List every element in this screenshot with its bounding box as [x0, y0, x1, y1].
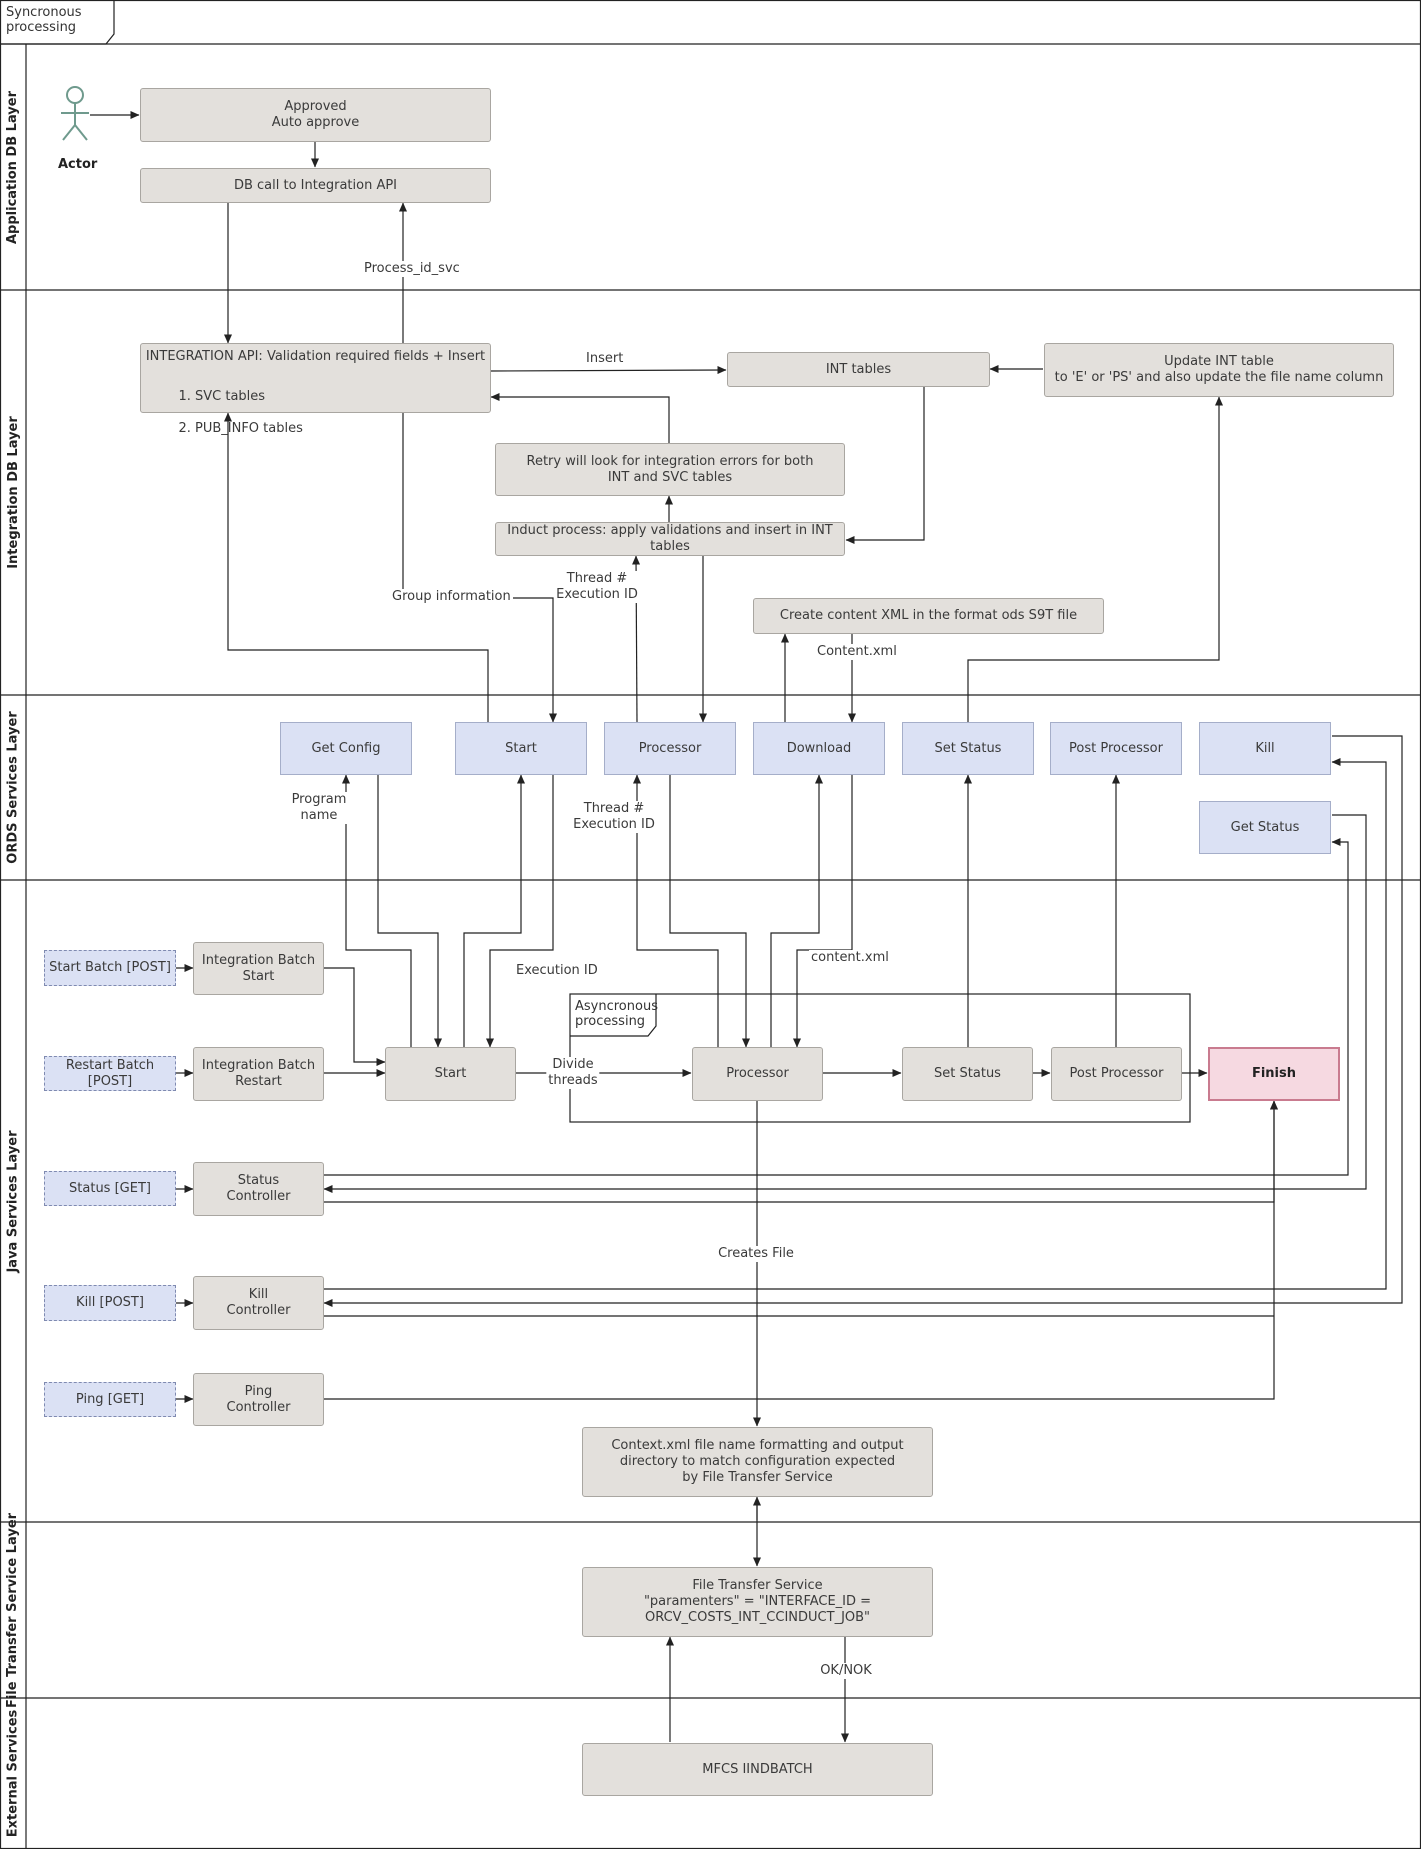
divide-threads-label: Divide threads: [546, 1057, 600, 1089]
ords-post-processor: Post Processor: [1050, 722, 1182, 775]
arrow-getstatus-statusctrl: [323, 814, 1367, 1193]
ping-controller-box: Ping Controller: [193, 1373, 324, 1426]
status-get-endpoint: Status [GET]: [44, 1171, 176, 1206]
integration-api-item: SVC tables: [195, 389, 303, 405]
title-tag: Syncronous processing: [6, 5, 82, 35]
connectors: [90, 111, 1403, 1743]
kill-post-endpoint: Kill [POST]: [44, 1285, 176, 1321]
ping-get-endpoint: Ping [GET]: [44, 1382, 176, 1417]
thread-execution-label: Thread # Execution ID: [554, 571, 640, 603]
arrow-processor-download: [770, 774, 823, 1047]
actor-icon: [61, 86, 89, 141]
arrow-ibstart-start: [324, 967, 386, 1066]
content-xml-lower-label: content.xml: [809, 950, 891, 966]
ords-download: Download: [753, 722, 885, 775]
arrow-insert: [490, 366, 727, 375]
java-post-processor-box: Post Processor: [1051, 1047, 1182, 1101]
lane-integration-db: Integration DB Layer: [0, 290, 26, 695]
arrow-statusctrl-getstatus: [324, 838, 1349, 1176]
arrow-ordsproc-processor: [669, 775, 750, 1048]
java-start-box: Start: [385, 1047, 516, 1101]
ords-thread-execution-label: Thread # Execution ID: [571, 801, 657, 833]
creates-file-label: Creates File: [716, 1246, 796, 1262]
retry-box: Retry will look for integration errors f…: [495, 443, 845, 496]
db-call-box: DB call to Integration API: [140, 168, 491, 203]
lane-label: Java Services Layer: [5, 1129, 21, 1273]
arrow-processor-ordsproc: [633, 774, 719, 1047]
java-processor-box: Processor: [692, 1047, 823, 1101]
arrow-pingctrl-finish: [324, 1100, 1278, 1400]
arrow-getconfig-start: [377, 775, 442, 1048]
ords-processor: Processor: [604, 722, 736, 775]
arrow-download-processor: [793, 775, 853, 1048]
content-xml-label: Content.xml: [815, 644, 899, 660]
ords-set-status: Set Status: [902, 722, 1034, 775]
lane-external-services: External Services: [0, 1698, 26, 1849]
integration-api-box: INTEGRATION API: Validation required fie…: [140, 343, 491, 436]
arrow-killctrl-kill: [324, 758, 1387, 1290]
mfcs-iindbatch-box: MFCS IINDBATCH: [582, 1743, 933, 1796]
lane-file-transfer: File Transfer Service Layer: [0, 1512, 26, 1707]
arrow-kill-killctrl: [323, 735, 1403, 1307]
lane-application-db: Application DB Layer: [0, 44, 26, 290]
async-processing-tag: Asyncronous processing: [575, 999, 658, 1029]
arrow-start-ordsstart: [463, 774, 525, 1047]
update-int-box: Update INT table to 'E' or 'PS' and also…: [1044, 343, 1394, 397]
lane-label: File Transfer Service Layer: [5, 1512, 21, 1708]
arrow-int-induct: [845, 387, 925, 544]
execution-id-label: Execution ID: [514, 963, 600, 979]
kill-controller-box: Kill Controller: [193, 1276, 324, 1330]
integration-api-title: INTEGRATION API: Validation required fie…: [145, 349, 486, 364]
lane-ords-services: ORDS Services Layer: [0, 695, 26, 880]
integration-batch-start-box: Integration Batch Start: [193, 942, 324, 995]
integration-batch-restart-box: Integration Batch Restart: [193, 1047, 324, 1101]
java-set-status-box: Set Status: [902, 1047, 1033, 1101]
arrow-start-intapi: [224, 412, 489, 722]
lane-label: ORDS Services Layer: [5, 711, 21, 864]
status-controller-box: Status Controller: [193, 1162, 324, 1216]
lane-label: External Services: [5, 1709, 21, 1838]
arrow-start-getconfig: [342, 774, 412, 1047]
ords-start: Start: [455, 722, 587, 775]
actor-label: Actor: [58, 157, 98, 172]
ok-nok-label: OK/NOK: [818, 1663, 874, 1679]
ords-kill: Kill: [1199, 722, 1331, 775]
ords-get-status: Get Status: [1199, 801, 1331, 854]
lane-label: Application DB Layer: [5, 90, 21, 244]
integration-api-list: SVC tables PUB_INFO tables: [141, 373, 303, 453]
arrow-setstatus-update: [967, 396, 1223, 722]
int-tables-box: INT tables: [727, 352, 990, 387]
lane-label: Integration DB Layer: [5, 416, 21, 569]
process-id-svc-label: Process_id_svc: [362, 261, 462, 277]
insert-label: Insert: [584, 351, 626, 367]
arrow-finish-statusctrl: [324, 1100, 1278, 1203]
lane-java-services: Java Services Layer: [0, 880, 26, 1522]
integration-api-item: PUB_INFO tables: [195, 421, 303, 437]
induct-box: Induct process: apply validations and in…: [495, 522, 845, 556]
finish-box: Finish: [1208, 1047, 1340, 1101]
approved-box: Approved Auto approve: [140, 88, 491, 142]
start-batch-endpoint: Start Batch [POST]: [44, 950, 176, 986]
context-xml-box: Context.xml file name formatting and out…: [582, 1427, 933, 1497]
arrow-retry-intapi: [490, 393, 670, 443]
ords-get-config: Get Config: [280, 722, 412, 775]
file-transfer-service-box: File Transfer Service "paramenters" = "I…: [582, 1567, 933, 1637]
create-content-box: Create content XML in the format ods S9T…: [753, 598, 1104, 634]
group-information-label: Group information: [390, 589, 513, 605]
program-name-label: Program name: [289, 792, 349, 824]
arrow-ordsstart-start: [486, 775, 554, 1048]
restart-batch-endpoint: Restart Batch [POST]: [44, 1056, 176, 1091]
